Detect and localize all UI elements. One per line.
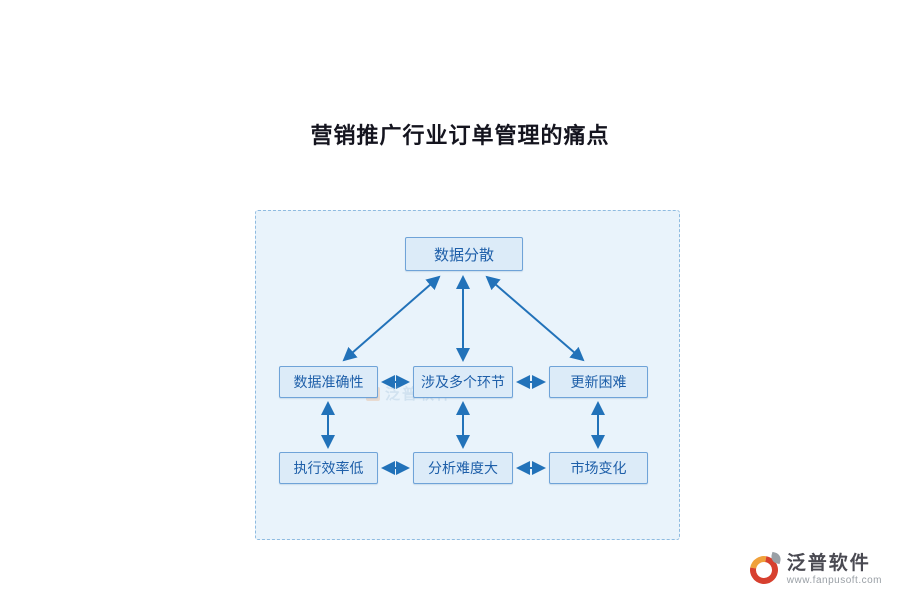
fanpu-url-text: www.fanpusoft.com	[786, 574, 882, 586]
node-many-steps: 涉及多个环节	[413, 366, 513, 398]
page-title: 营销推广行业订单管理的痛点	[310, 123, 610, 149]
node-low-efficiency: 执行效率低	[279, 452, 378, 484]
fanpu-brand-text: 泛普软件	[786, 552, 871, 574]
node-update-difficult: 更新困难	[549, 366, 648, 398]
node-analysis-difficult: 分析难度大	[413, 452, 513, 484]
fanpu-logo: 泛普软件 www.fanpusoft.com	[744, 550, 882, 590]
node-data-scattered: 数据分散	[405, 237, 523, 271]
node-market-change: 市场变化	[549, 452, 648, 484]
arrow-connectors	[321, 275, 605, 475]
fanpu-logo-icon	[744, 550, 784, 590]
node-data-accuracy: 数据准确性	[279, 366, 378, 398]
pain-points-diagram: 泛普软件 数据分散 数据准确性 涉及多个环节 更新困难 执行效率低 分析难度大 …	[255, 210, 680, 540]
